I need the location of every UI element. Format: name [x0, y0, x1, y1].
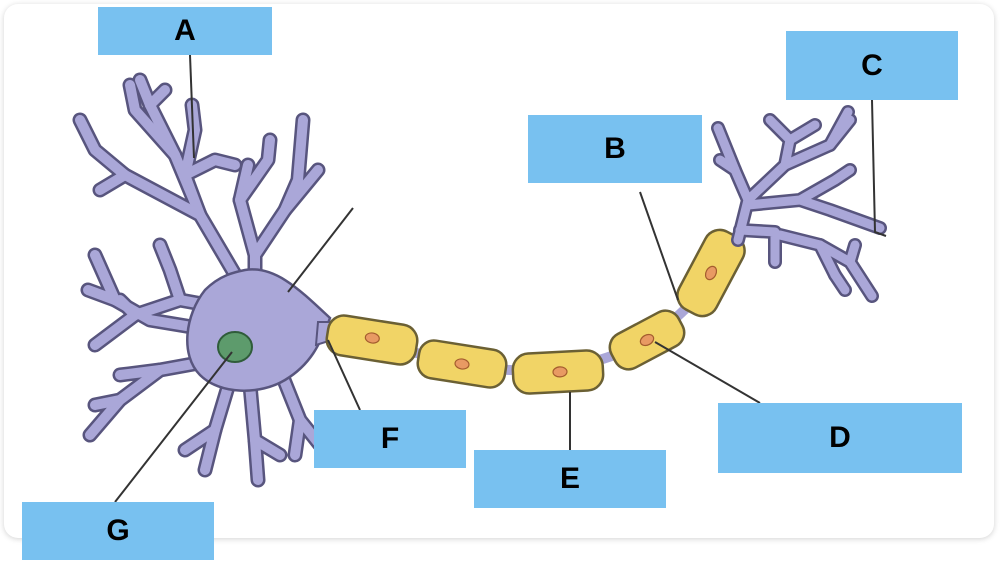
label-box-g: G: [22, 502, 214, 560]
leader-line-b: [639, 191, 679, 301]
leader-line-f: [327, 339, 361, 411]
label-box-d: D: [718, 403, 962, 473]
label-box-f: F: [314, 410, 466, 468]
label-box-e: E: [474, 450, 666, 508]
myelin-segment: [325, 314, 419, 366]
leader-line-d: [654, 341, 761, 404]
myelin-segment: [676, 228, 746, 318]
leader-lines: [114, 54, 887, 503]
myelin-segment: [416, 339, 508, 389]
myelin-segment: [608, 309, 686, 371]
leader-line-g: [114, 351, 233, 503]
label-box-c: C: [786, 31, 958, 100]
myelin-sheath: [325, 228, 746, 395]
cell-body: [186, 268, 332, 392]
leader-line-soma: [287, 207, 354, 293]
nucleus: [217, 331, 253, 363]
leader-line-c: [871, 99, 887, 237]
label-box-a: A: [98, 7, 272, 55]
label-box-b: B: [528, 115, 702, 183]
leader-line-a: [189, 54, 195, 159]
myelin-segment: [511, 349, 605, 395]
axon-terminals: [711, 105, 887, 303]
